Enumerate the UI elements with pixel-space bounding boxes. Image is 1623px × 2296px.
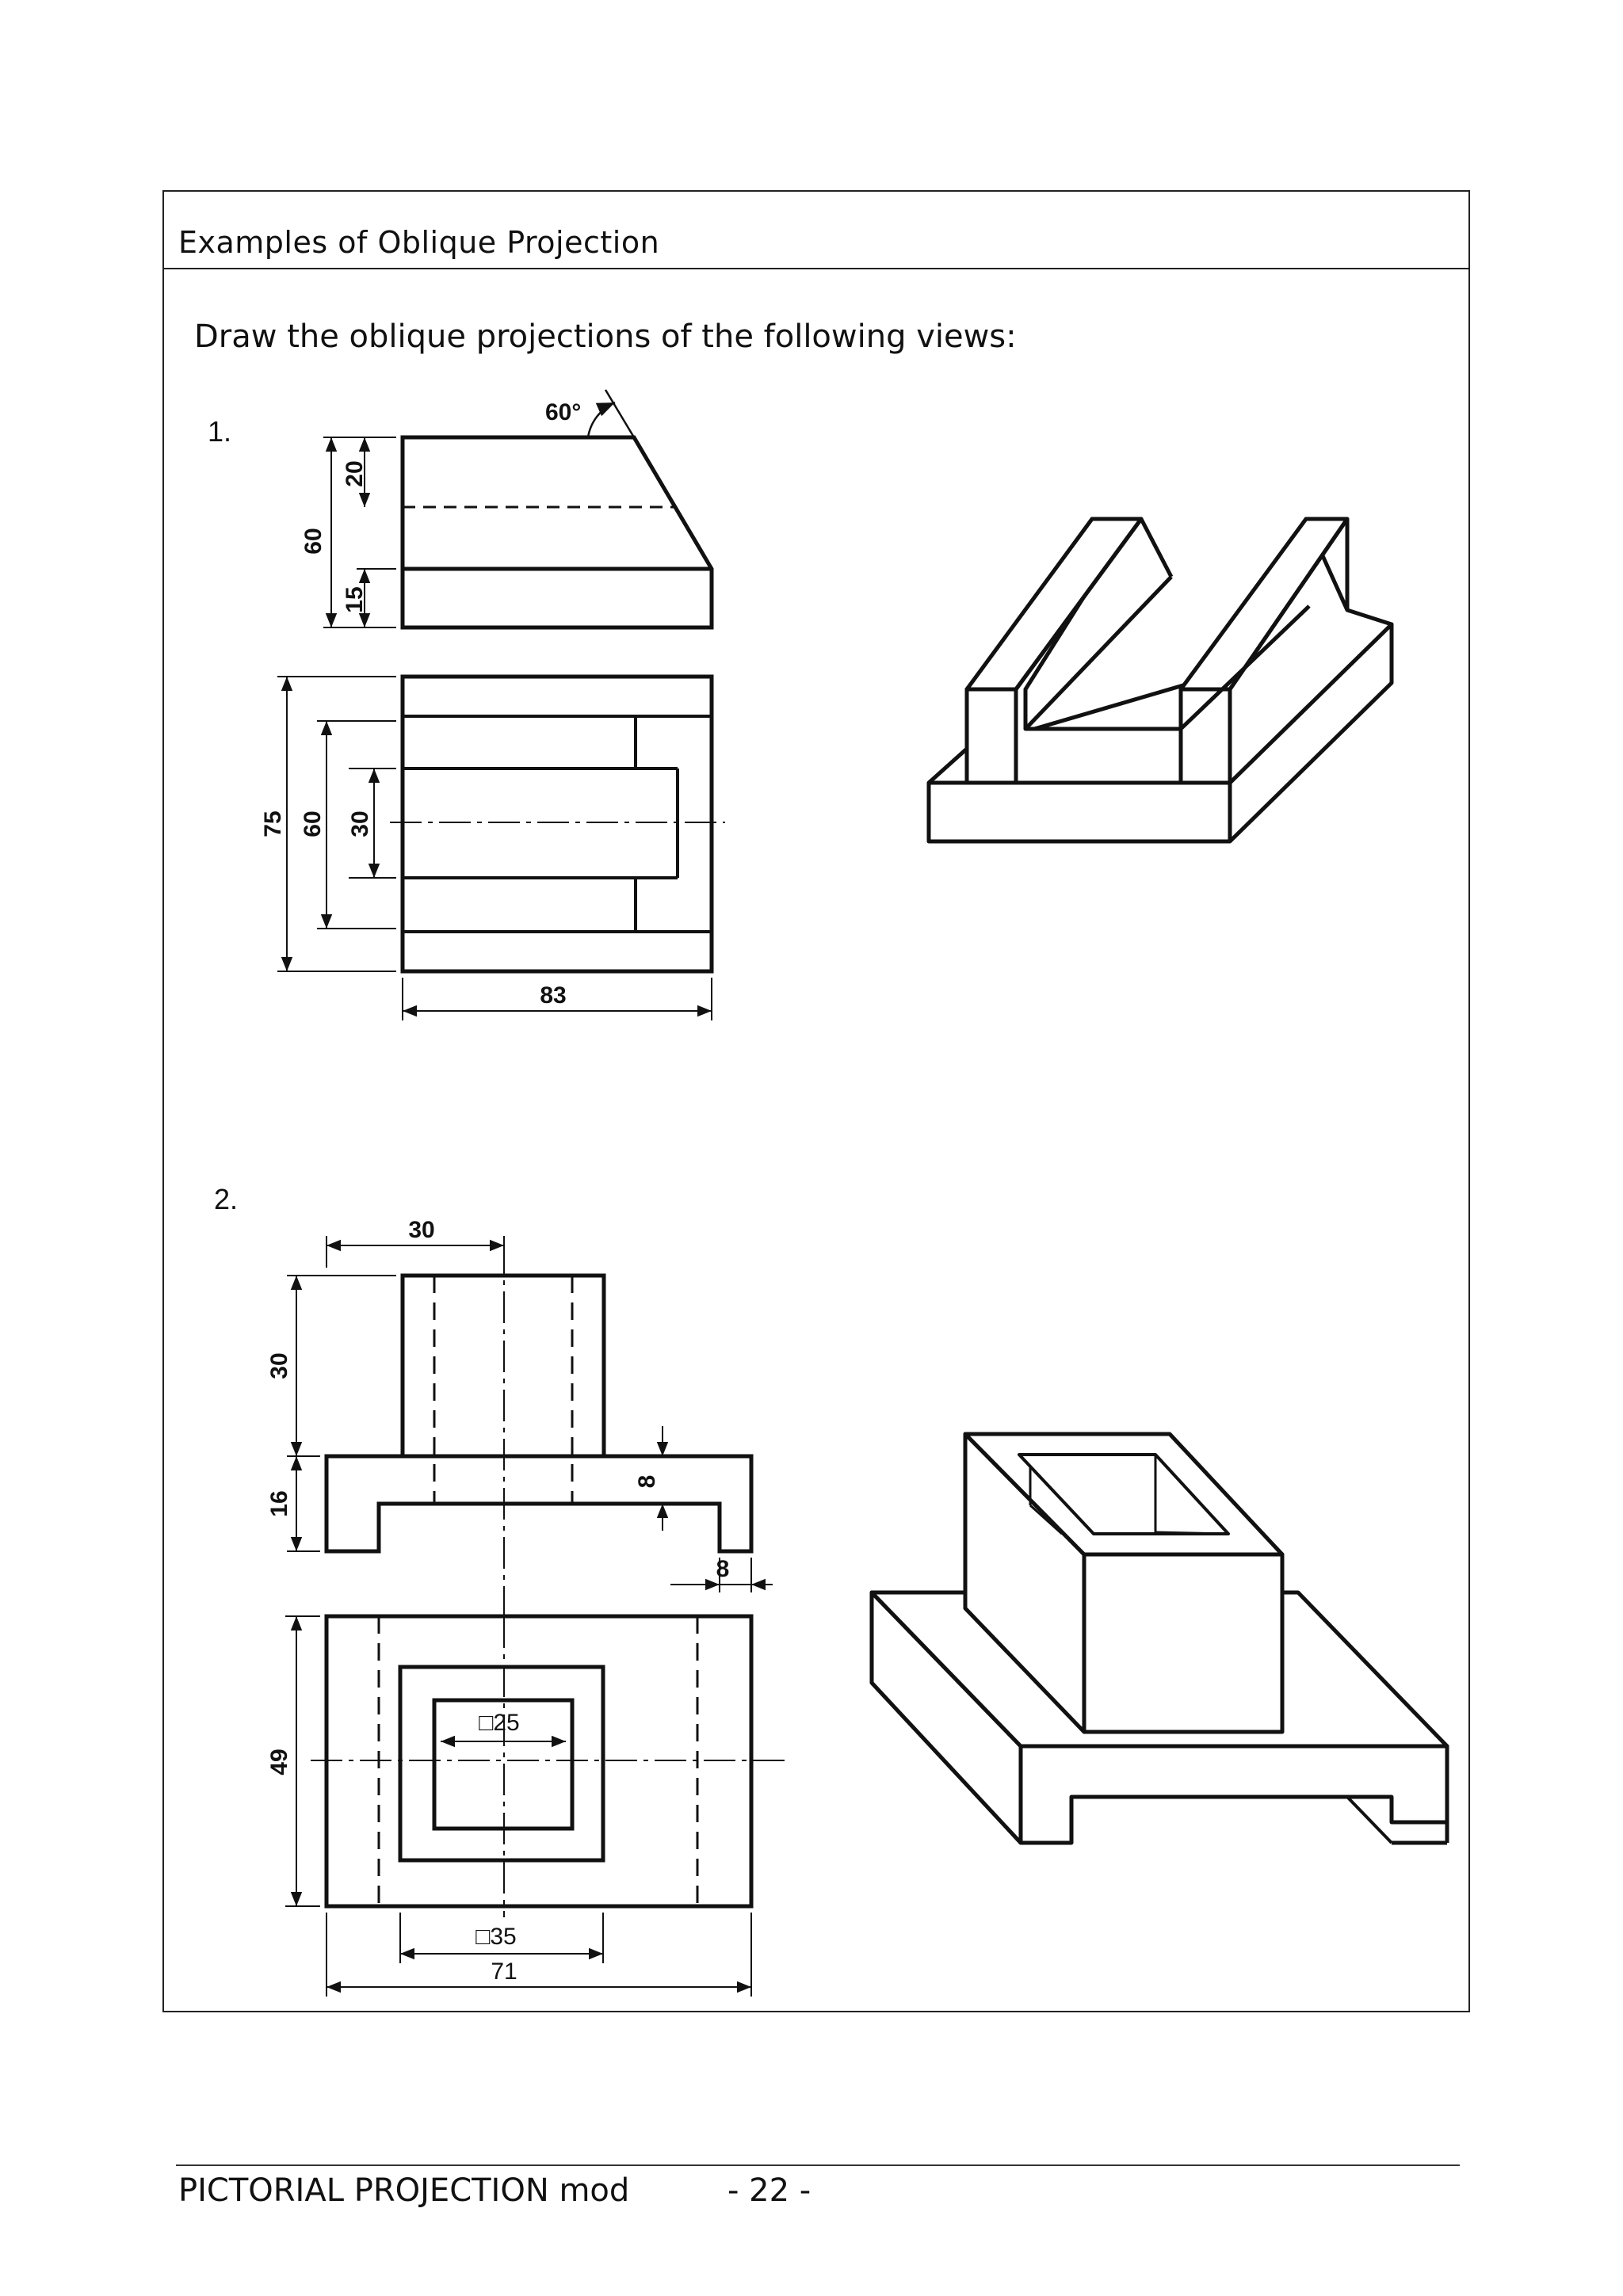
- footer-rule: [176, 2164, 1460, 2166]
- section-header: Examples of Oblique Projection: [164, 192, 1468, 269]
- dim-upper-width: 30: [408, 1217, 434, 1243]
- instruction-text: Draw the oblique projections of the foll…: [194, 318, 1017, 355]
- example-2-front-view: [287, 1236, 773, 1624]
- example-1-pictorial: [926, 517, 1394, 844]
- dim-length: 83: [540, 982, 566, 1009]
- example-1-front-view: [323, 389, 714, 630]
- dim-length-2: 71: [491, 1958, 517, 1985]
- dim-inner-square: □25: [479, 1710, 520, 1736]
- dim-base-height: 16: [266, 1490, 292, 1516]
- footer-module-title: PICTORIAL PROJECTION mod: [178, 2172, 630, 2209]
- dim-upper-height: 30: [266, 1352, 292, 1379]
- example-2-top-view: [285, 1614, 789, 1997]
- example-1-number: 1.: [208, 415, 232, 448]
- dim-width-inner: 60: [300, 810, 326, 837]
- dim-angle: 60°: [545, 399, 581, 425]
- example-1-top-view: [277, 674, 725, 1020]
- dim-height-base: 15: [342, 586, 368, 612]
- dim-outer-square: □35: [475, 1924, 517, 1950]
- dim-height-top: 20: [342, 460, 368, 486]
- footer-page-number: - 22 -: [727, 2172, 812, 2209]
- dim-height-total: 60: [300, 528, 327, 554]
- dim-width-slot: 30: [347, 810, 373, 837]
- dim-recess-depth: 8: [634, 1475, 660, 1489]
- content-frame: Examples of Oblique Projection Draw the …: [162, 190, 1470, 2012]
- example-2-pictorial: [869, 1432, 1449, 1845]
- dim-recess-width: 8: [716, 1556, 730, 1582]
- section-title: Examples of Oblique Projection: [178, 225, 660, 260]
- example-2-number: 2.: [214, 1183, 239, 1215]
- dim-width-total: 75: [260, 810, 286, 837]
- dim-depth: 49: [266, 1749, 292, 1775]
